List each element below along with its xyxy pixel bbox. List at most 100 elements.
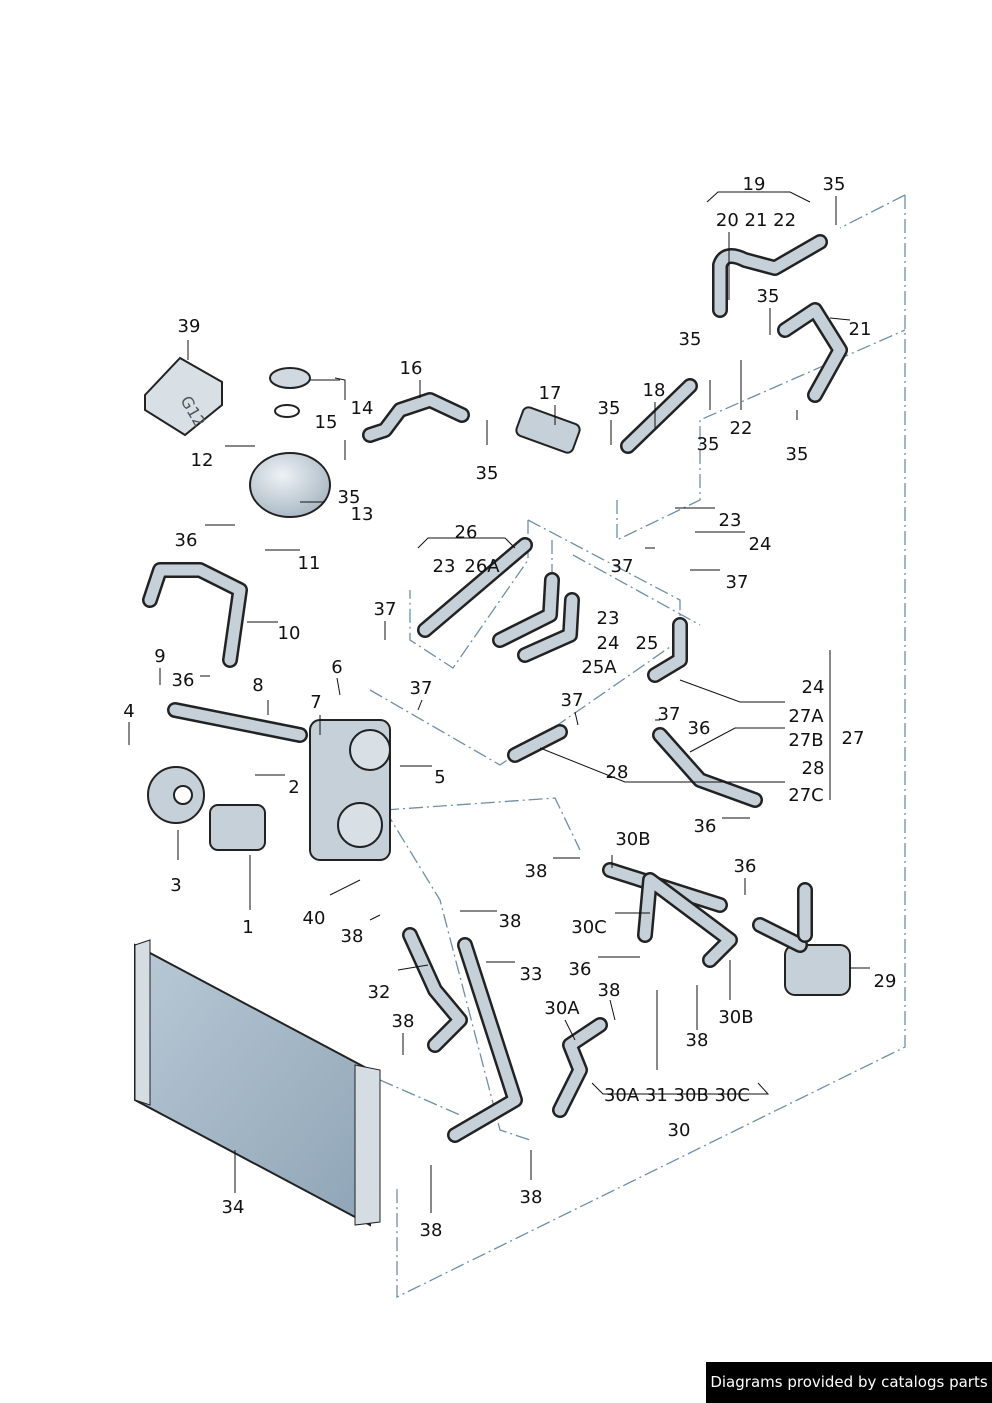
callout-37[interactable]: 37 [658, 704, 681, 725]
callout-37[interactable]: 37 [561, 690, 584, 711]
callout-15[interactable]: 15 [315, 412, 338, 433]
callout-37[interactable]: 37 [611, 556, 634, 577]
callout-3[interactable]: 3 [170, 875, 181, 896]
callout-38[interactable]: 38 [420, 1220, 443, 1241]
callout-27[interactable]: 27 [842, 728, 865, 749]
callout-1[interactable]: 1 [242, 917, 253, 938]
callout-9[interactable]: 9 [154, 646, 165, 667]
callout-38[interactable]: 38 [499, 911, 522, 932]
hose [169, 704, 306, 741]
hose [754, 919, 806, 951]
callout-6[interactable]: 6 [331, 657, 342, 678]
hose [404, 929, 466, 1051]
callout-4[interactable]: 4 [123, 701, 134, 722]
hose [714, 236, 826, 316]
hose [494, 574, 558, 646]
leader-line [574, 711, 579, 726]
callout-2[interactable]: 2 [288, 777, 299, 798]
callout-28[interactable]: 28 [802, 758, 825, 779]
callout-38[interactable]: 38 [392, 1011, 415, 1032]
callout-35[interactable]: 35 [679, 329, 702, 350]
callout-13[interactable]: 13 [351, 504, 374, 525]
callout-12[interactable]: 12 [191, 450, 214, 471]
callout-35[interactable]: 35 [697, 434, 720, 455]
callout-34[interactable]: 34 [222, 1197, 245, 1218]
leader-line [369, 914, 381, 921]
callout-28[interactable]: 28 [606, 762, 629, 783]
callout-35[interactable]: 35 [598, 398, 621, 419]
callout-22[interactable]: 22 [730, 418, 753, 439]
callout-38[interactable]: 38 [525, 861, 548, 882]
coolant-container: G12 [144, 356, 223, 437]
callout-36[interactable]: 36 [569, 959, 592, 980]
callout-24[interactable]: 24 [802, 677, 825, 698]
leader-line [564, 1019, 576, 1041]
callout-24[interactable]: 24 [597, 633, 620, 654]
valve [515, 406, 581, 454]
callout-24[interactable]: 24 [749, 534, 772, 555]
callout-36[interactable]: 36 [172, 670, 195, 691]
callout-38[interactable]: 38 [341, 926, 364, 947]
callout-35[interactable]: 35 [823, 174, 846, 195]
callout-40[interactable]: 40 [303, 908, 326, 929]
callout-32[interactable]: 32 [368, 982, 391, 1003]
callout-38[interactable]: 38 [598, 980, 621, 1001]
callout-7[interactable]: 7 [310, 692, 321, 713]
callout-26[interactable]: 26 [455, 522, 478, 543]
callout-8[interactable]: 8 [252, 675, 263, 696]
callout-36[interactable]: 36 [688, 718, 711, 739]
callout-35[interactable]: 35 [786, 444, 809, 465]
leader-line [539, 747, 785, 783]
assembly-boundary-lines [369, 194, 906, 1299]
hose [654, 729, 761, 806]
callout-26A[interactable]: 26A [464, 556, 500, 577]
callout-36[interactable]: 36 [175, 530, 198, 551]
callout-39[interactable]: 39 [178, 316, 201, 337]
callout-21[interactable]: 21 [849, 319, 872, 340]
callout-23[interactable]: 23 [433, 556, 456, 577]
callout-11[interactable]: 11 [298, 553, 321, 574]
hose [144, 564, 246, 666]
leader-line [329, 879, 361, 896]
callout-35[interactable]: 35 [476, 463, 499, 484]
callout-19[interactable]: 19 [743, 174, 766, 195]
callout-27B[interactable]: 27B [788, 730, 823, 751]
callout-35[interactable]: 35 [757, 286, 780, 307]
callout-5[interactable]: 5 [434, 767, 445, 788]
callout-30A[interactable]: 30A [544, 998, 580, 1019]
callout-23[interactable]: 23 [597, 608, 620, 629]
hose [649, 619, 686, 681]
callout-37[interactable]: 37 [726, 572, 749, 593]
hose [449, 939, 521, 1141]
callout-25[interactable]: 25 [636, 633, 659, 654]
callout-25A[interactable]: 25A [581, 657, 617, 678]
callout-17[interactable]: 17 [539, 383, 562, 404]
callout-14[interactable]: 14 [351, 398, 374, 419]
callout-16[interactable]: 16 [400, 358, 423, 379]
callout-18[interactable]: 18 [643, 380, 666, 401]
callout-37[interactable]: 37 [410, 678, 433, 699]
callout-36[interactable]: 36 [734, 856, 757, 877]
callout-36[interactable]: 36 [694, 816, 717, 837]
callout-35[interactable]: 35 [338, 487, 361, 508]
callout-30C[interactable]: 30C [571, 917, 606, 938]
callout-29[interactable]: 29 [874, 971, 897, 992]
callout-20-21-22[interactable]: 20 21 22 [716, 210, 796, 231]
callout-10[interactable]: 10 [278, 623, 301, 644]
callout-30A-31-30B-30C[interactable]: 30A 31 30B 30C [604, 1085, 750, 1106]
callout-38[interactable]: 38 [686, 1030, 709, 1051]
callout-38[interactable]: 38 [520, 1187, 543, 1208]
hose [509, 726, 566, 761]
callout-33[interactable]: 33 [520, 964, 543, 985]
callout-27A[interactable]: 27A [788, 706, 824, 727]
tank-cap [269, 367, 311, 389]
leader-line [679, 679, 785, 703]
callout-27C[interactable]: 27C [788, 785, 823, 806]
callout-23[interactable]: 23 [719, 510, 742, 531]
callout-30[interactable]: 30 [668, 1120, 691, 1141]
callout-30B[interactable]: 30B [718, 1007, 753, 1028]
callout-30B[interactable]: 30B [615, 829, 650, 850]
callout-37[interactable]: 37 [374, 599, 397, 620]
